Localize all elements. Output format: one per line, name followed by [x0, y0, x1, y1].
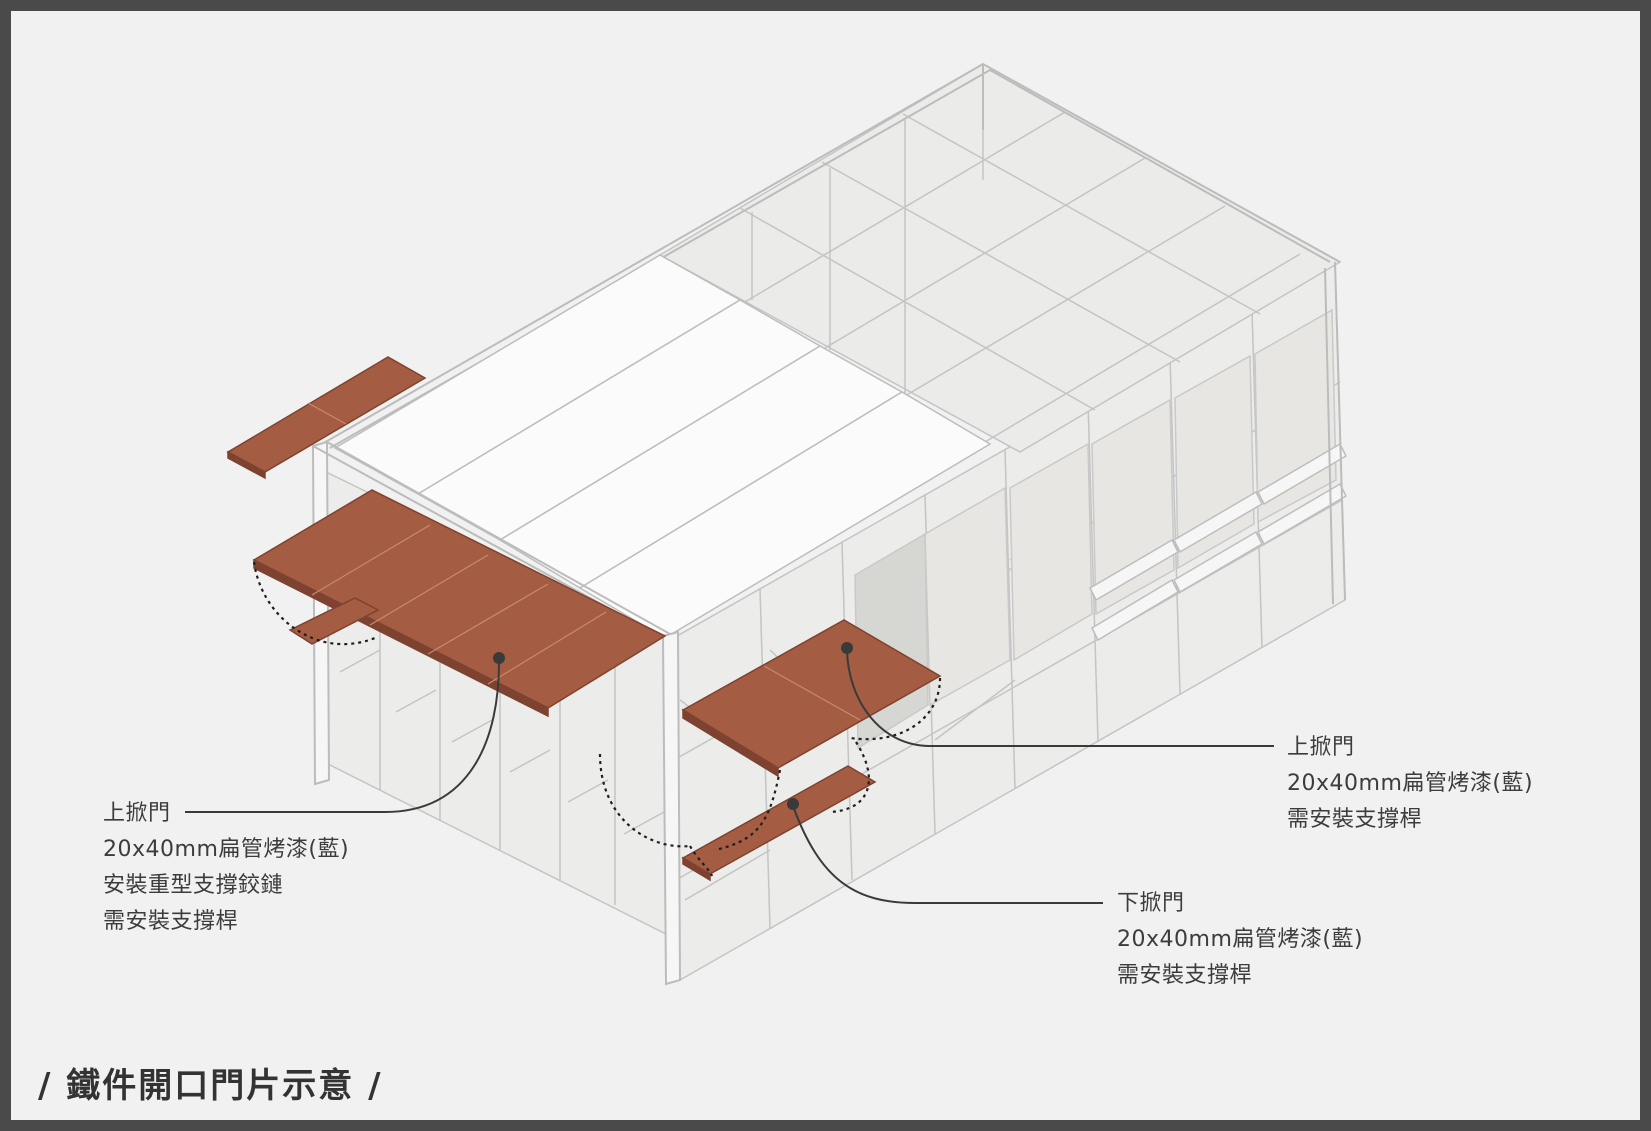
- lower-left-door: [288, 597, 380, 645]
- leader-right-upper: [846, 649, 1274, 747]
- upper-left-back-door-edge: [227, 450, 266, 480]
- door-dividers: [307, 402, 861, 721]
- leader-left-upper: [185, 657, 501, 813]
- callout-right-lower-name: 下掀門: [1117, 891, 1185, 916]
- door-panels: [226, 356, 942, 882]
- callout-right-upper-strut: 需安裝支撐桿: [1287, 807, 1423, 832]
- lower-right-door-edge: [682, 856, 711, 882]
- callout-right-lower-spec: 20x40mm扁管烤漆(藍): [1117, 927, 1364, 952]
- right-wall-awnings: [1089, 442, 1347, 642]
- callout-left-upper-spec: 20x40mm扁管烤漆(藍): [103, 837, 350, 862]
- upper-right-door-edge: [682, 708, 779, 778]
- leader-dots: [493, 642, 853, 810]
- upper-front-door-edge: [253, 558, 549, 718]
- callout-right-upper-name: 上掀門: [1287, 735, 1355, 760]
- callout-left-upper-hinge: 安裝重型支撐鉸鏈: [103, 873, 284, 898]
- callout-left-upper-strut: 需安裝支撐桿: [103, 909, 239, 934]
- callout-right-upper-spec: 20x40mm扁管烤漆(藍): [1287, 771, 1534, 796]
- leader-lines: [185, 649, 1274, 904]
- callout-right-lower-strut: 需安裝支撐桿: [1117, 963, 1253, 988]
- leader-right-lower: [792, 805, 1103, 904]
- diagram-title: / 鐵件開口門片示意 /: [38, 1066, 383, 1106]
- callout-right-upper: 上掀門 20x40mm扁管烤漆(藍) 需安裝支撐桿: [1287, 730, 1533, 838]
- callout-left-upper-name: 上掀門: [103, 801, 171, 826]
- swing-arcs: [252, 561, 942, 877]
- callout-right-lower: 下掀門 20x40mm扁管烤漆(藍) 需安裝支撐桿: [1117, 886, 1363, 994]
- callout-left-upper: 上掀門 20x40mm扁管烤漆(藍) 安裝重型支撐鉸鏈 需安裝支撐桿: [103, 796, 349, 940]
- roof-panels: [333, 254, 992, 639]
